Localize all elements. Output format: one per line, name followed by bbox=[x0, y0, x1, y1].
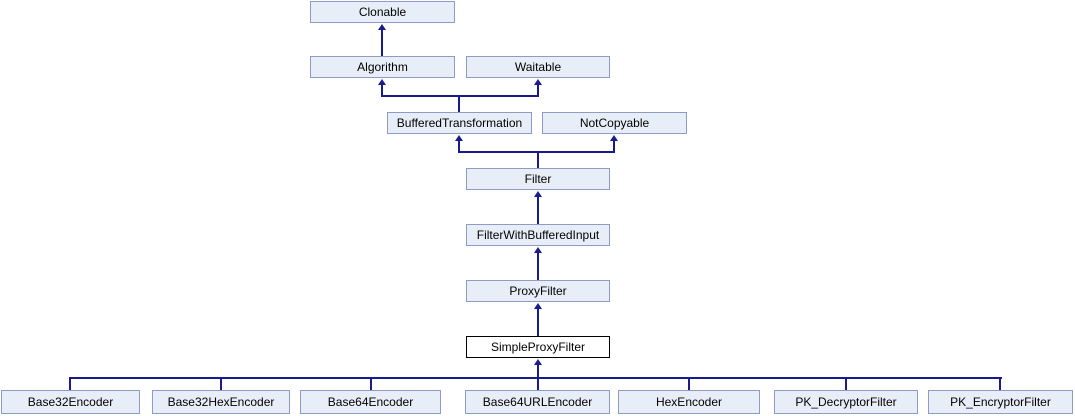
class-node-waitable[interactable]: Waitable bbox=[466, 56, 610, 78]
inheritance-line bbox=[69, 377, 71, 390]
inheritance-line bbox=[458, 140, 460, 153]
inheritance-line bbox=[537, 84, 539, 97]
inheritance-line bbox=[370, 377, 372, 390]
class-node-notcopyable[interactable]: NotCopyable bbox=[542, 112, 687, 134]
inheritance-arrowhead-icon bbox=[378, 79, 386, 85]
class-node-base64encoder[interactable]: Base64Encoder bbox=[300, 390, 441, 414]
inheritance-line bbox=[688, 377, 690, 390]
class-node-clonable[interactable]: Clonable bbox=[310, 1, 455, 23]
class-node-simpleproxyfilter-current: SimpleProxyFilter bbox=[466, 336, 610, 358]
inheritance-line bbox=[613, 140, 615, 153]
class-node-base64urlencoder[interactable]: Base64URLEncoder bbox=[465, 390, 610, 414]
inheritance-arrowhead-icon bbox=[610, 135, 618, 141]
class-node-hexencoder[interactable]: HexEncoder bbox=[618, 390, 760, 414]
inheritance-line bbox=[537, 151, 539, 168]
class-node-bufferedtransformation[interactable]: BufferedTransformation bbox=[387, 112, 532, 134]
inheritance-arrowhead-icon bbox=[378, 24, 386, 30]
class-node-pk-encryptorfilter[interactable]: PK_EncryptorFilter bbox=[928, 390, 1073, 414]
class-node-base32hexencoder[interactable]: Base32HexEncoder bbox=[152, 390, 290, 414]
inheritance-line bbox=[845, 377, 847, 390]
inheritance-line bbox=[537, 308, 539, 336]
inheritance-arrowhead-icon bbox=[534, 191, 542, 197]
inheritance-arrowhead-icon bbox=[534, 79, 542, 85]
inheritance-arrowhead-icon bbox=[534, 303, 542, 309]
inheritance-line bbox=[537, 252, 539, 280]
class-node-pk-decryptorfilter[interactable]: PK_DecryptorFilter bbox=[774, 390, 918, 414]
inheritance-line bbox=[458, 151, 615, 153]
inheritance-line bbox=[999, 377, 1001, 390]
inheritance-arrowhead-icon bbox=[455, 135, 463, 141]
inheritance-line bbox=[537, 196, 539, 224]
class-node-proxyfilter[interactable]: ProxyFilter bbox=[466, 280, 610, 302]
inheritance-line bbox=[458, 95, 460, 112]
class-node-algorithm[interactable]: Algorithm bbox=[310, 56, 455, 78]
inheritance-arrowhead-icon bbox=[534, 359, 542, 365]
inheritance-line bbox=[381, 95, 539, 97]
class-node-base32encoder[interactable]: Base32Encoder bbox=[1, 390, 140, 414]
inheritance-line bbox=[381, 84, 383, 97]
inheritance-line bbox=[381, 29, 383, 56]
inheritance-line bbox=[69, 377, 1002, 379]
inheritance-line bbox=[220, 377, 222, 390]
class-node-filter[interactable]: Filter bbox=[466, 168, 610, 190]
class-node-filterwithbufferedinput[interactable]: FilterWithBufferedInput bbox=[466, 224, 610, 246]
inheritance-arrowhead-icon bbox=[534, 247, 542, 253]
